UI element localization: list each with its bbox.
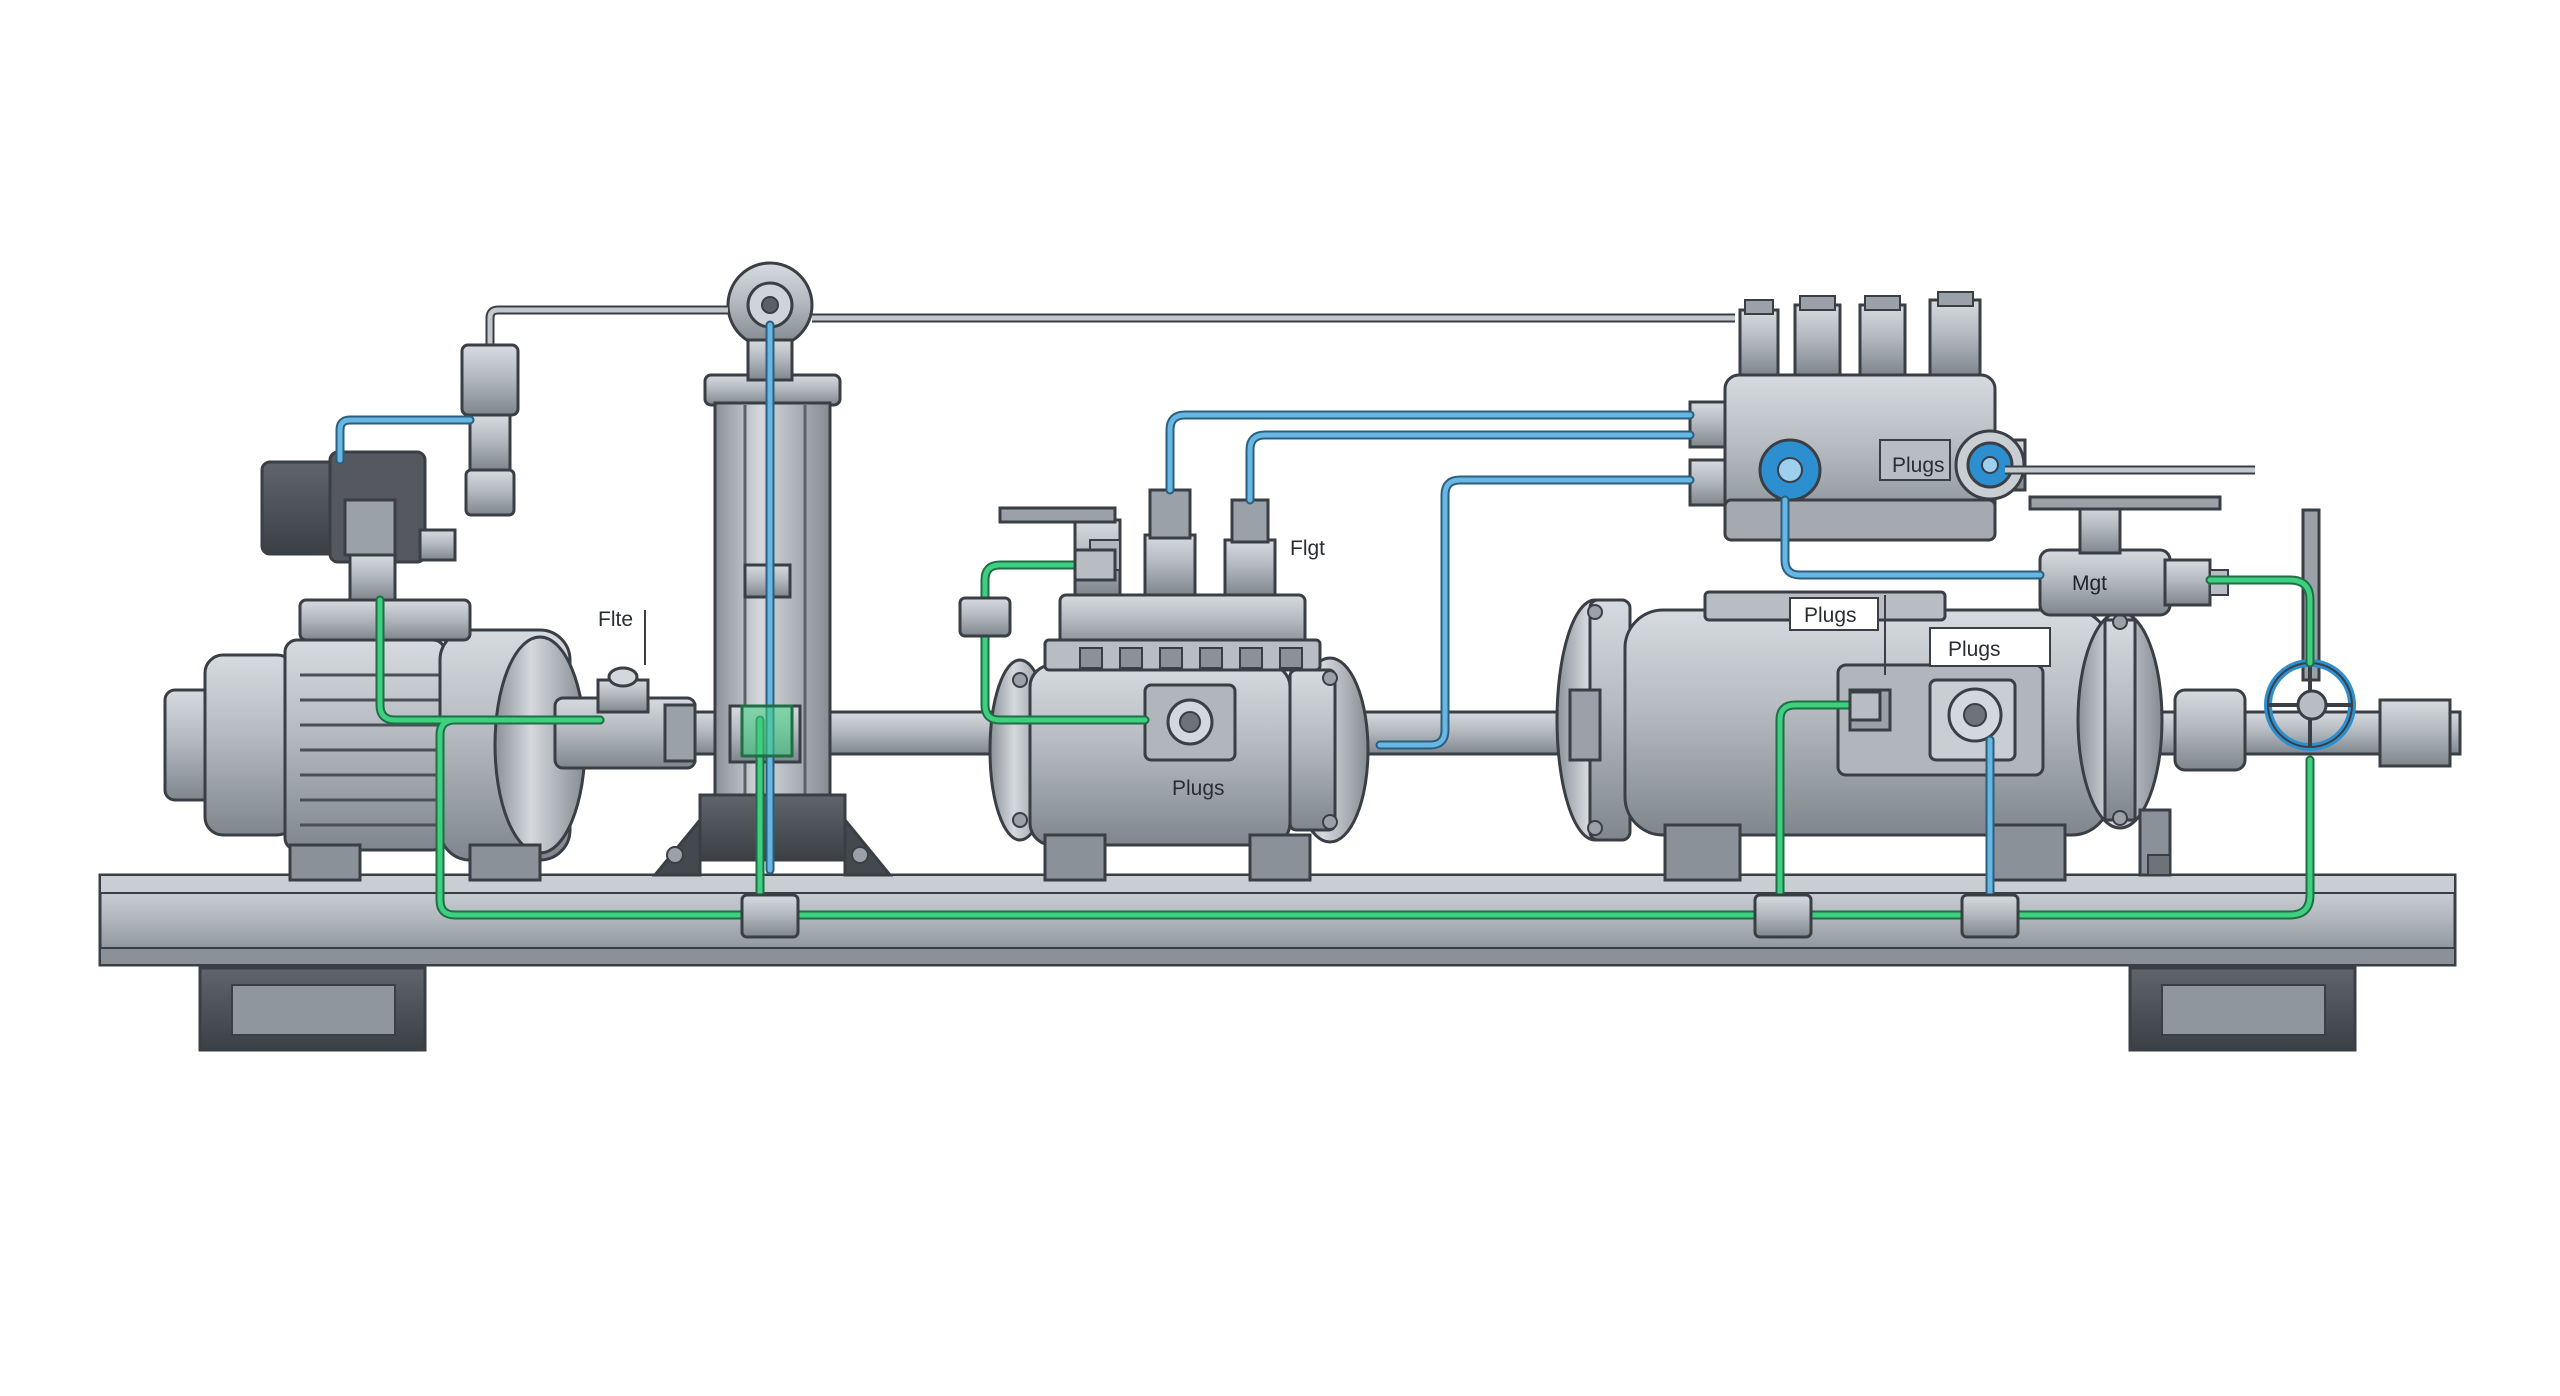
green-lube-lines bbox=[375, 560, 2315, 920]
label-flte: Flte bbox=[598, 608, 633, 631]
label-plugs-left-pump: Plugs bbox=[1172, 777, 1225, 800]
base-foot-right bbox=[2128, 966, 2357, 1052]
centrifugal-pump-right bbox=[1555, 590, 2172, 882]
blue-signal-lines bbox=[335, 320, 2045, 920]
centrifugal-pump-left bbox=[988, 488, 1370, 882]
valve-manifold-icon bbox=[1688, 291, 2027, 542]
label-plugs-right-pump-top: Plugs bbox=[1804, 604, 1857, 627]
header-tee-fittings bbox=[740, 548, 2020, 939]
label-plugs-right-pump-panel: Plugs bbox=[1948, 638, 2001, 661]
label-plugs-manifold: Plugs bbox=[1892, 454, 1945, 477]
label-flgt: Flgt bbox=[1290, 537, 1325, 560]
mgt-valve bbox=[2028, 495, 2229, 617]
grey-fittings bbox=[460, 343, 520, 517]
pump-left-stems bbox=[998, 488, 1277, 597]
base-frame bbox=[98, 873, 2457, 1052]
label-mgt: Mgt bbox=[2072, 572, 2107, 595]
electric-motor-icon bbox=[163, 598, 587, 882]
base-foot-left bbox=[198, 966, 427, 1052]
motor-junction-box bbox=[260, 450, 457, 602]
coupling-valve-left bbox=[553, 666, 697, 770]
